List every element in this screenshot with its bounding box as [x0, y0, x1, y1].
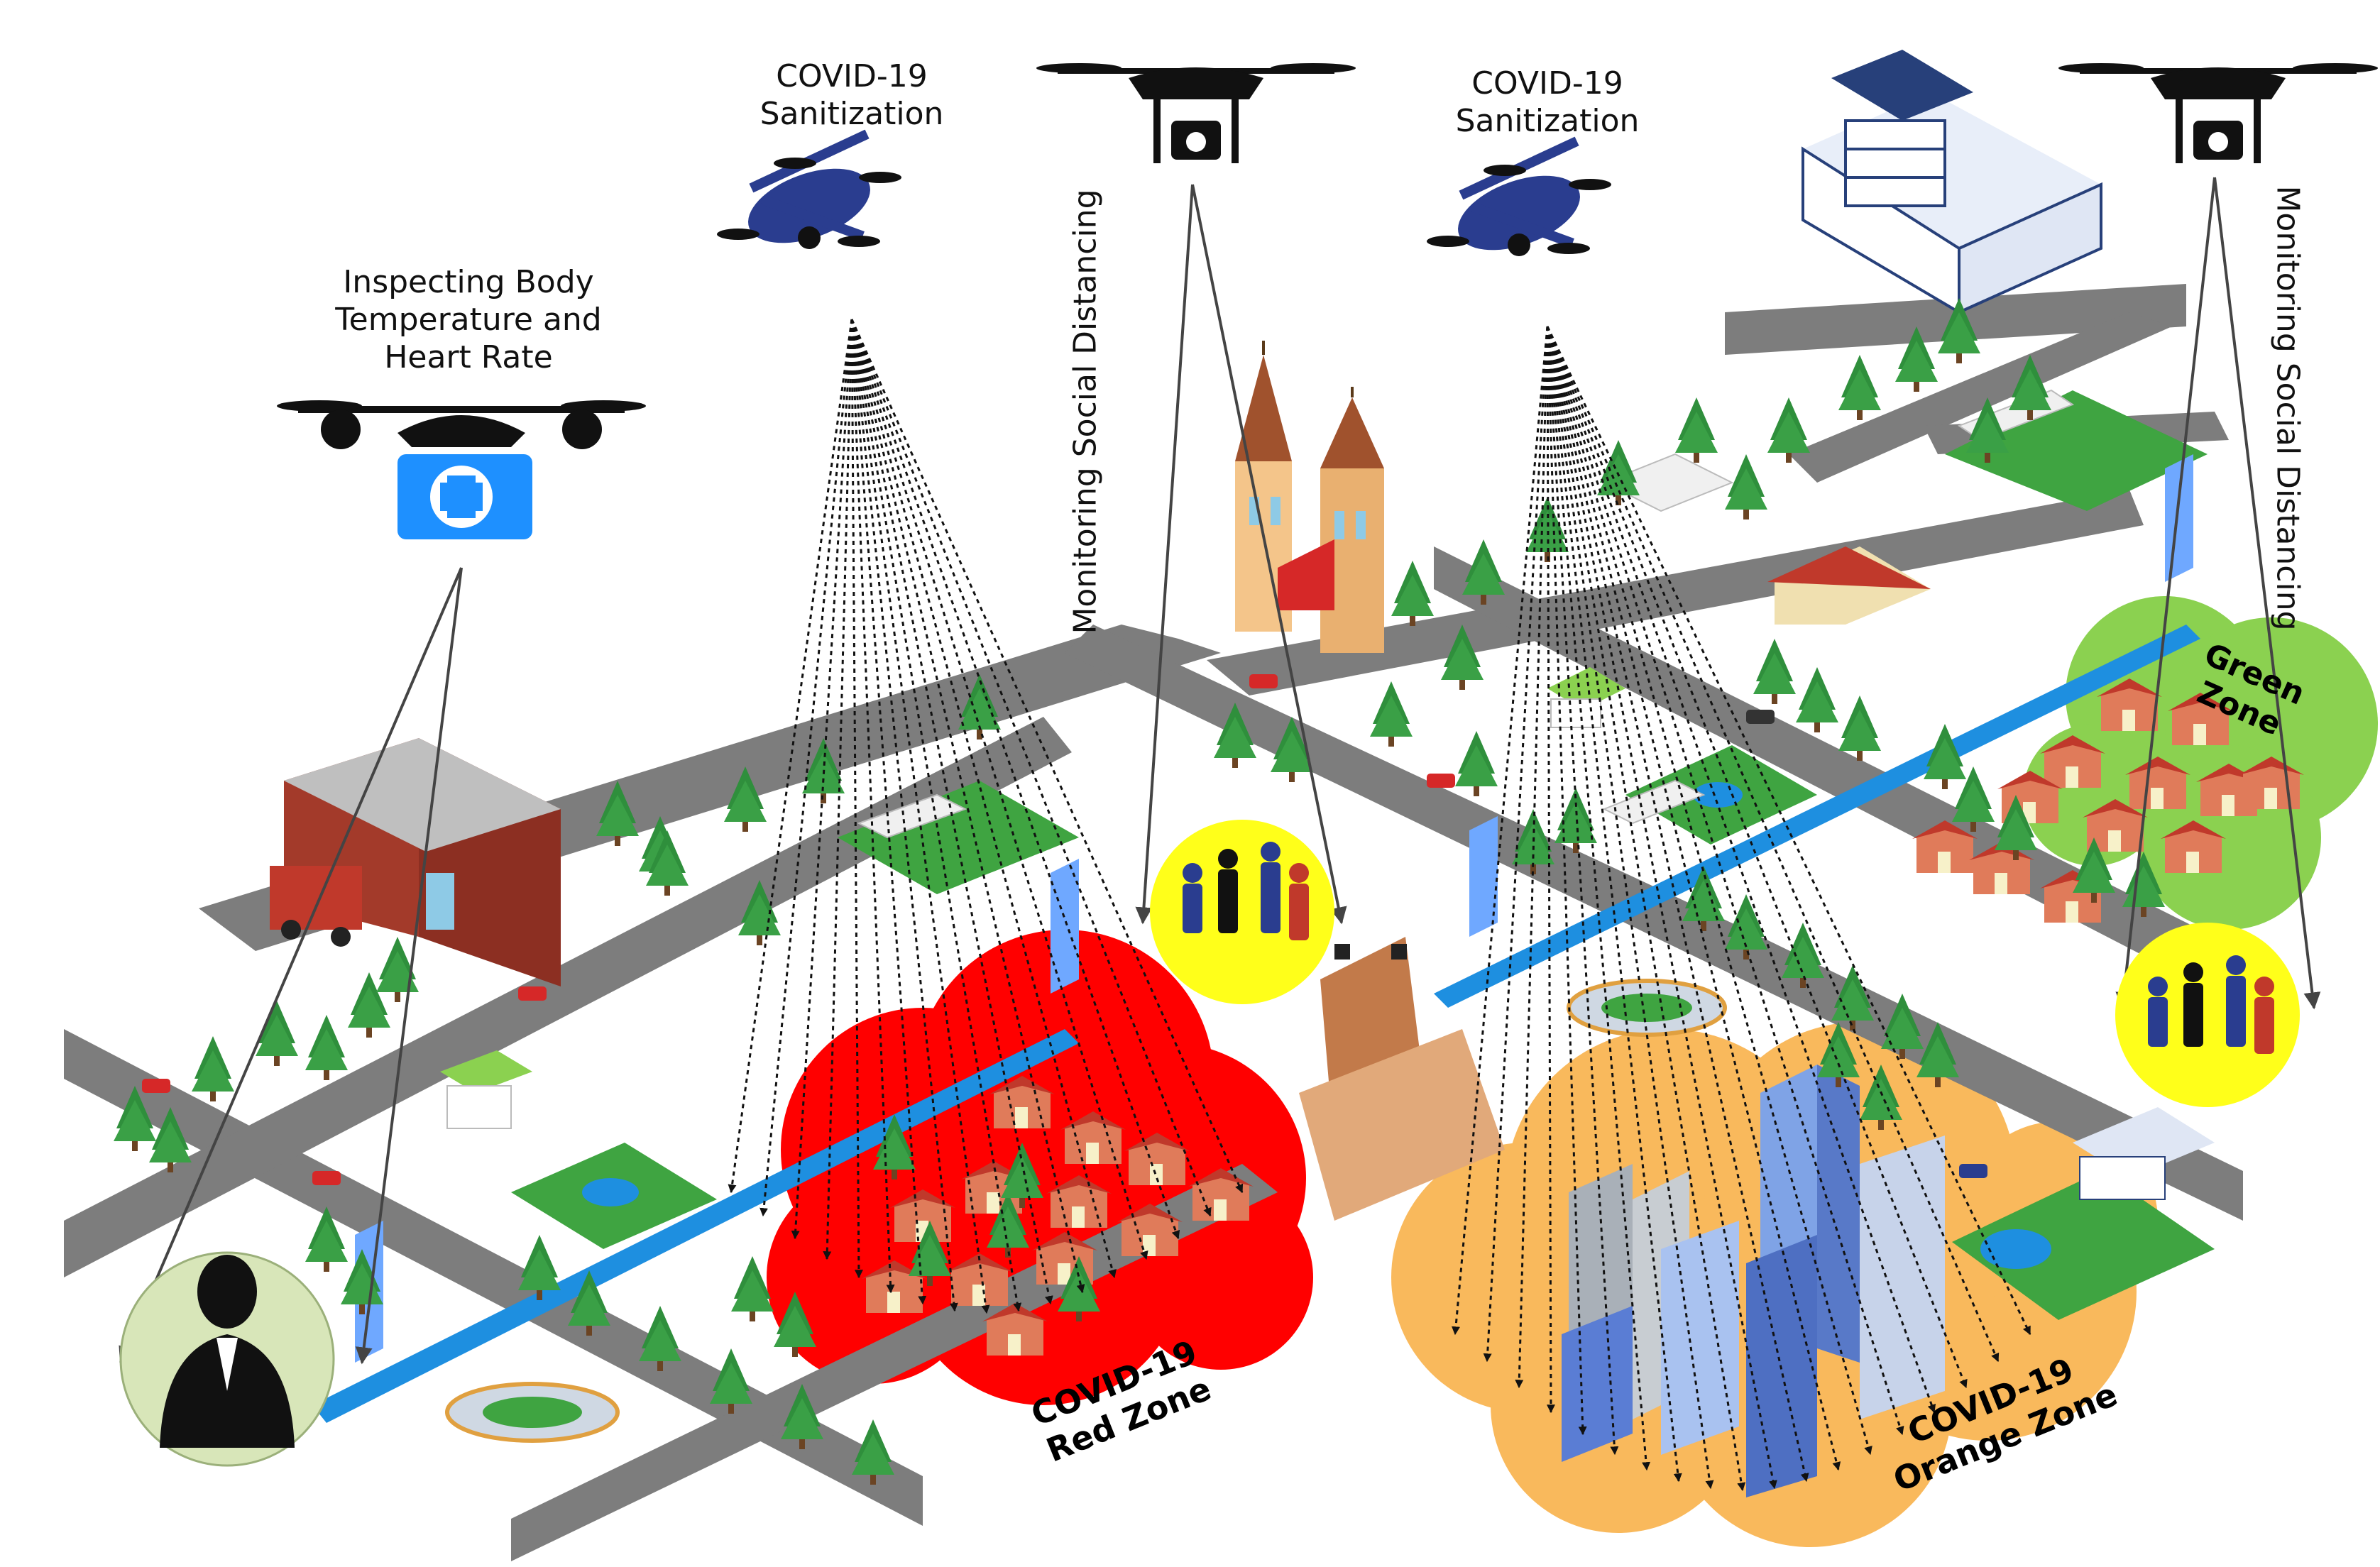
tree-icon: [1725, 454, 1767, 519]
house-icon: [989, 1076, 1055, 1128]
house-icon: [2125, 757, 2190, 809]
sanitization-label-1: COVID-19 Sanitization: [731, 58, 972, 133]
tree-icon: [192, 1036, 234, 1101]
tree-icon: [646, 830, 689, 896]
monitoring-drone-icon: [2058, 63, 2378, 163]
tree-icon: [568, 1270, 610, 1336]
tree-icon: [1271, 717, 1313, 782]
tree-icon: [724, 766, 767, 832]
house-icon: [1117, 1204, 1183, 1256]
tree-icon: [1391, 561, 1434, 626]
tree-icon: [781, 1384, 823, 1449]
inspection-label-line1: Inspecting Body: [343, 264, 594, 300]
tree-icon: [2122, 852, 2165, 917]
sanitization-label-2-line1: COVID-19: [1471, 65, 1623, 101]
tree-icon: [1966, 397, 2009, 463]
tree-icon: [1995, 795, 2037, 860]
tree-icon: [1895, 326, 1938, 392]
sanitization-label-2-line2: Sanitization: [1455, 102, 1640, 139]
tree-icon: [1782, 923, 1824, 988]
tree-icon: [1916, 1022, 1959, 1087]
tree-icon: [518, 1235, 561, 1300]
house-icon: [947, 1253, 1012, 1306]
cars: [142, 674, 1987, 1185]
tree-icon: [1675, 397, 1718, 463]
tree-icon: [256, 1001, 298, 1066]
medical-drone-icon: [277, 400, 646, 539]
tree-icon: [1767, 397, 1810, 463]
tree-icon: [852, 1419, 894, 1485]
tree-icon: [305, 1206, 348, 1272]
tree-icon: [1455, 731, 1498, 796]
tree-icon: [1860, 1065, 1902, 1130]
river: [312, 625, 2200, 1423]
tree-icon: [1838, 695, 1881, 761]
inspection-label-line3: Heart Rate: [384, 339, 553, 375]
tree-icon: [2009, 355, 2051, 420]
tree-icon: [774, 1292, 816, 1357]
parks: [511, 390, 2215, 1320]
house-icon: [2040, 735, 2105, 788]
tree-icon: [710, 1348, 752, 1414]
house-icon: [2161, 820, 2226, 873]
tree-icon: [114, 1086, 156, 1151]
hospital-icon: [1802, 50, 2102, 315]
fire-station: [270, 738, 561, 986]
tree-icon: [305, 1015, 348, 1080]
tree-icon: [731, 1256, 774, 1321]
tree-icon: [1838, 355, 1881, 420]
person-icon: [119, 1251, 335, 1467]
group-icon: [1150, 820, 1334, 1004]
monitoring-drone-icon: [1036, 63, 1356, 163]
tree-icon: [1725, 894, 1767, 960]
tree-icon: [1938, 298, 1980, 363]
monitoring-label-1: Monitoring Social Distancing: [1067, 189, 1104, 634]
skyscraper-tower: [1299, 937, 1505, 1221]
tree-icon: [639, 1306, 681, 1371]
tree-icon: [1881, 994, 1924, 1059]
inspection-label-line2: Temperature and: [335, 301, 602, 338]
orange-zone-sanitization-beam: [1452, 326, 2031, 1492]
tree-icon: [1441, 625, 1484, 690]
sanitization-drone-icon: [717, 129, 901, 249]
tree-icon: [2073, 837, 2115, 903]
tree-icon: [738, 880, 781, 945]
stadium-icon: [445, 979, 1727, 1443]
tree-icon: [1554, 788, 1597, 853]
tree-icon: [348, 972, 390, 1038]
red-zone-houses: [862, 1076, 1254, 1356]
house-icon: [1912, 820, 1978, 873]
trees: [114, 298, 2165, 1485]
sanitization-drone-icon: [1427, 136, 1611, 256]
tree-icon: [1753, 639, 1796, 704]
tree-icon: [149, 1107, 192, 1172]
sanitization-label-1-line2: Sanitization: [759, 95, 944, 132]
group-icon: [2115, 923, 2300, 1107]
house-icon: [2083, 799, 2148, 852]
house-icon: [2097, 678, 2162, 731]
inspection-label: Inspecting Body Temperature and Heart Ra…: [302, 264, 635, 376]
tree-icon: [596, 781, 639, 846]
house-icon: [2168, 693, 2233, 745]
tree-icon: [1214, 703, 1256, 768]
tree-icon: [1462, 539, 1505, 605]
tree-icon: [1924, 724, 1966, 789]
sanitization-label-2: COVID-19 Sanitization: [1427, 65, 1668, 141]
sanitization-label-1-line1: COVID-19: [776, 58, 928, 94]
church-icon: [1235, 341, 1384, 653]
tree-icon: [1817, 1022, 1860, 1087]
tree-icon: [1831, 965, 1874, 1030]
tree-icon: [1370, 681, 1413, 747]
monitoring-label-2: Monitoring Social Distancing: [2269, 185, 2306, 631]
tree-icon: [1796, 667, 1838, 732]
house-icon: [890, 1189, 955, 1242]
monitoring-arrows: [119, 177, 2321, 1365]
house-icon: [982, 1303, 1048, 1356]
house-icon: [1124, 1133, 1190, 1185]
tree-icon: [1952, 766, 1995, 832]
tree-icon: [376, 937, 419, 1002]
red-zone-sanitization-beam: [728, 319, 1244, 1314]
